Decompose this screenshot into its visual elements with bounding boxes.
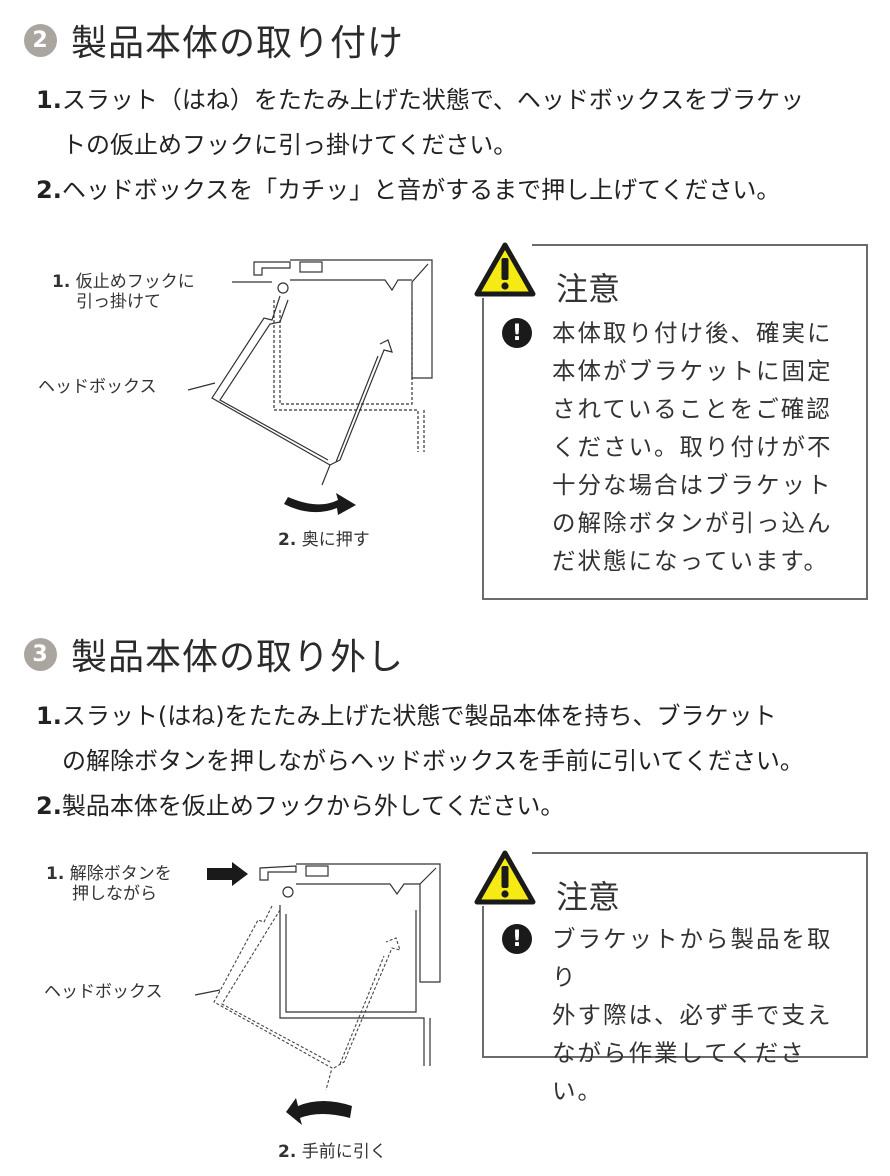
step-1: 1.スラット(はね)をたたみ上げた状態で製品本体を持ち、ブラケット <box>36 702 777 730</box>
section-number-badge: 2 <box>24 23 57 57</box>
warning-triangle-icon <box>474 850 536 905</box>
section-3-heading: 3 製品本体の取り外し <box>24 628 404 680</box>
label-hook: 1. 仮止めフックに 引っ掛けて <box>52 272 195 312</box>
label-headbox: ヘッドボックス <box>44 982 163 1002</box>
section-2-steps: 1.スラット（はね）をたたみ上げた状態で、ヘッドボックスをブラケッ トの仮止めフ… <box>36 78 804 213</box>
caution-body: ! ブラケットから製品を取り 外す際は、必ず手で支え ながら作業してください。 <box>502 920 844 1110</box>
arrow-push-button-icon <box>207 862 248 886</box>
step-2: 2.ヘッドボックスを「カチッ」と音がするまで押し上げてください。 <box>36 176 781 204</box>
step-1-continued: トの仮止めフックに引っ掛けてください。 <box>62 131 518 159</box>
exclamation-circle-icon: ! <box>502 318 532 348</box>
caution-title: 注意 <box>556 878 621 916</box>
arrow-pull-icon <box>286 1098 352 1125</box>
section-title: 製品本体の取り付け <box>71 23 405 64</box>
section-3-steps: 1.スラット(はね)をたたみ上げた状態で製品本体を持ち、ブラケット の解除ボタン… <box>36 694 804 829</box>
label-headbox: ヘッドボックス <box>38 377 157 397</box>
label-pull-forward: 2. 手前に引く <box>278 1142 387 1162</box>
install-diagram <box>187 259 433 515</box>
section-number-badge: 3 <box>24 637 57 671</box>
step-2: 2.製品本体を仮止めフックから外してください。 <box>36 792 565 820</box>
label-push-back: 2. 奥に押す <box>278 530 370 550</box>
caution-body: ! 本体取り付け後、確実に 本体がブラケットに固定 されていることをご確認 くだ… <box>502 314 844 580</box>
caution-box-2 <box>482 852 868 1058</box>
section-2-heading: 2 製品本体の取り付け <box>24 14 404 66</box>
label-release-button: 1. 解除ボタンを 押しながら <box>46 864 172 904</box>
step-1-continued: の解除ボタンを押しながらヘッドボックスを手前に引いてください。 <box>62 747 804 775</box>
section-title: 製品本体の取り外し <box>71 637 405 678</box>
exclamation-circle-icon: ! <box>502 924 532 954</box>
caution-box-1 <box>482 244 868 600</box>
arrow-push-icon <box>284 493 356 515</box>
warning-triangle-icon <box>474 242 536 297</box>
caution-title: 注意 <box>556 270 621 308</box>
removal-diagram <box>194 862 441 1125</box>
step-1: 1.スラット（はね）をたたみ上げた状態で、ヘッドボックスをブラケッ <box>36 86 805 114</box>
